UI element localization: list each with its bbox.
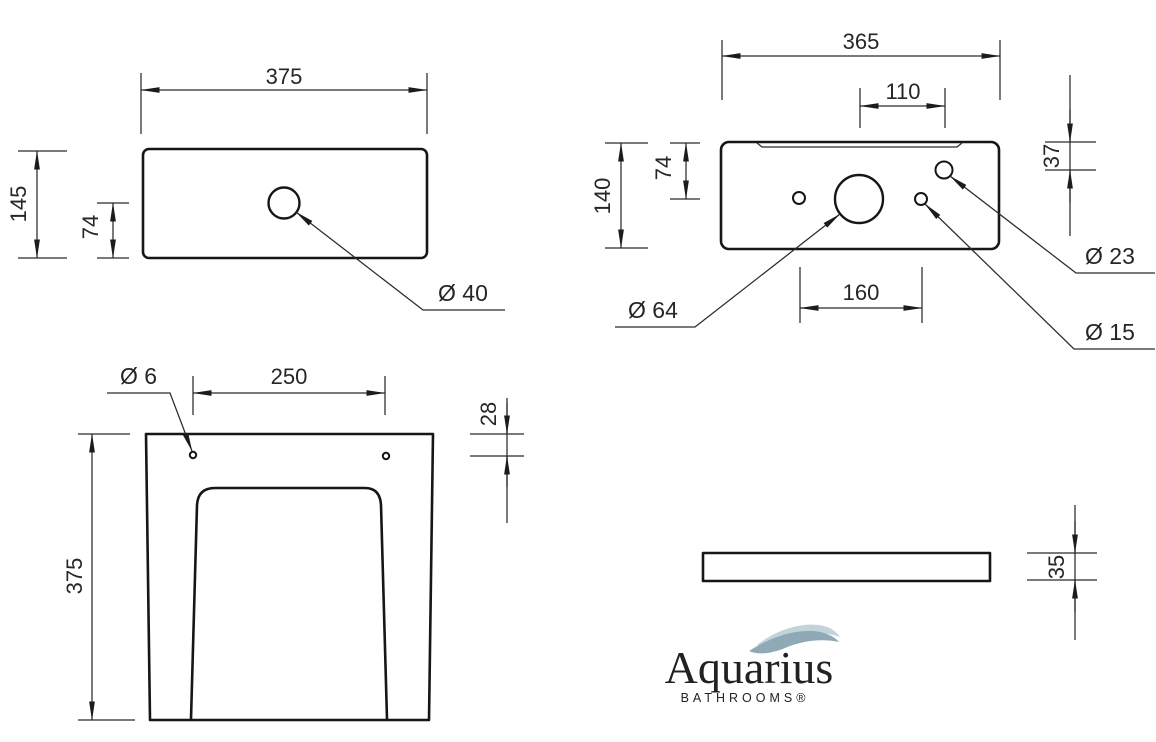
back-corner-hole xyxy=(934,160,954,180)
back-outline xyxy=(719,140,1001,251)
dim-front-width: 375 xyxy=(266,64,303,89)
dim-front-hole-offset: 74 xyxy=(78,215,103,239)
leader-line-front-hole xyxy=(295,211,505,311)
dim-back-width: 365 xyxy=(843,29,880,54)
plan-bowl-opening xyxy=(189,486,389,720)
back-right-fixing-hole xyxy=(914,192,928,206)
leader-line-seat-hole xyxy=(107,392,193,452)
label-back-flush-hole-dia: Ø 64 xyxy=(628,297,678,323)
dim-back-height: 140 xyxy=(590,178,615,215)
dim-back-corner-hole-drop: 37 xyxy=(1039,144,1064,168)
dim-back-hole-spacing-bottom: 160 xyxy=(843,280,880,305)
dim-back-hole-drop: 74 xyxy=(651,156,676,180)
label-plan-hole-dia: Ø 6 xyxy=(120,363,157,389)
front-hole-circle xyxy=(267,186,301,220)
brand-logo: Aquarius BATHROOMS® xyxy=(665,624,840,705)
leader-line-side-hole xyxy=(924,203,1155,350)
dim-profile-thickness: 35 xyxy=(1044,555,1069,579)
label-back-side-hole-dia: Ø 15 xyxy=(1085,319,1135,345)
back-top-recess-line xyxy=(756,142,963,148)
back-left-fixing-hole xyxy=(792,191,806,205)
dim-plan-depth: 375 xyxy=(62,558,87,595)
view-profile: 35 xyxy=(701,505,1097,640)
leader-line-corner-hole xyxy=(949,175,1155,274)
brand-tagline: BATHROOMS® xyxy=(681,691,810,705)
brand-name: Aquarius xyxy=(665,642,834,693)
logo-wave-dark xyxy=(749,630,839,654)
dim-back-hole-spacing-top: 110 xyxy=(885,79,920,104)
view-plan: 250 375 28 Ø 6 xyxy=(62,363,524,722)
view-front-elevation: 375 145 74 Ø 40 xyxy=(6,64,505,311)
dim-front-height: 145 xyxy=(6,186,31,223)
front-outline xyxy=(141,147,429,260)
plan-left-seat-hole xyxy=(188,450,198,460)
label-front-hole-dia: Ø 40 xyxy=(438,280,488,306)
plan-outline xyxy=(144,432,435,722)
label-back-corner-hole-dia: Ø 23 xyxy=(1085,243,1135,269)
back-flush-hole xyxy=(833,173,885,225)
profile-outline xyxy=(701,551,992,583)
plan-right-seat-hole xyxy=(381,451,391,461)
leader-line-flush-hole xyxy=(615,213,841,328)
dim-plan-hole-inset: 28 xyxy=(476,402,501,426)
view-back-elevation: 365 110 140 74 37 160 Ø 64 Ø 23 xyxy=(590,29,1155,350)
dim-plan-hole-spacing: 250 xyxy=(271,364,308,389)
